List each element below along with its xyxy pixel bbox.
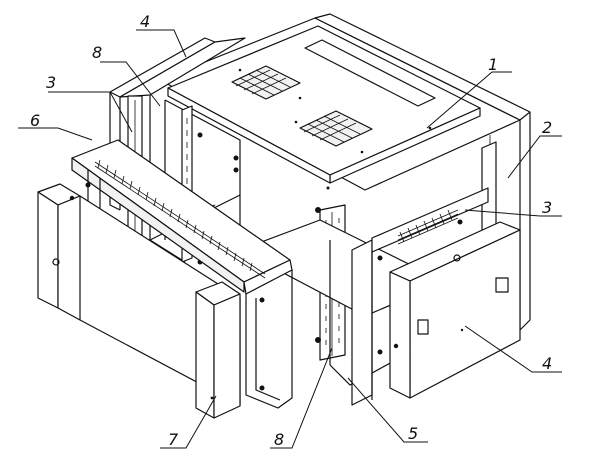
callout-5: 5: [408, 424, 418, 443]
right-side-door: [389, 221, 521, 399]
callout-3-right: 3: [542, 198, 552, 217]
callout-8-top: 8: [92, 43, 102, 62]
leader-lines: [18, 29, 562, 449]
callout-labels: 1 2 3 3 4 4 5 6 7 8 8: [30, 12, 552, 449]
callout-8-bottom: 8: [274, 430, 284, 449]
top-cover: [167, 25, 481, 190]
callout-1: 1: [488, 55, 498, 74]
top-vent-grid-front: [231, 65, 301, 100]
callout-3-left: 3: [46, 73, 56, 92]
top-vent-grid-rear: [299, 110, 373, 147]
callout-4-top: 4: [140, 12, 150, 31]
front-door-panel: [37, 183, 241, 406]
callout-4-right: 4: [542, 354, 552, 373]
side-post-cover: [195, 281, 241, 419]
callout-2: 2: [542, 118, 552, 137]
callout-7: 7: [168, 430, 179, 449]
callout-6: 6: [30, 111, 40, 130]
front-frame: [71, 139, 293, 409]
